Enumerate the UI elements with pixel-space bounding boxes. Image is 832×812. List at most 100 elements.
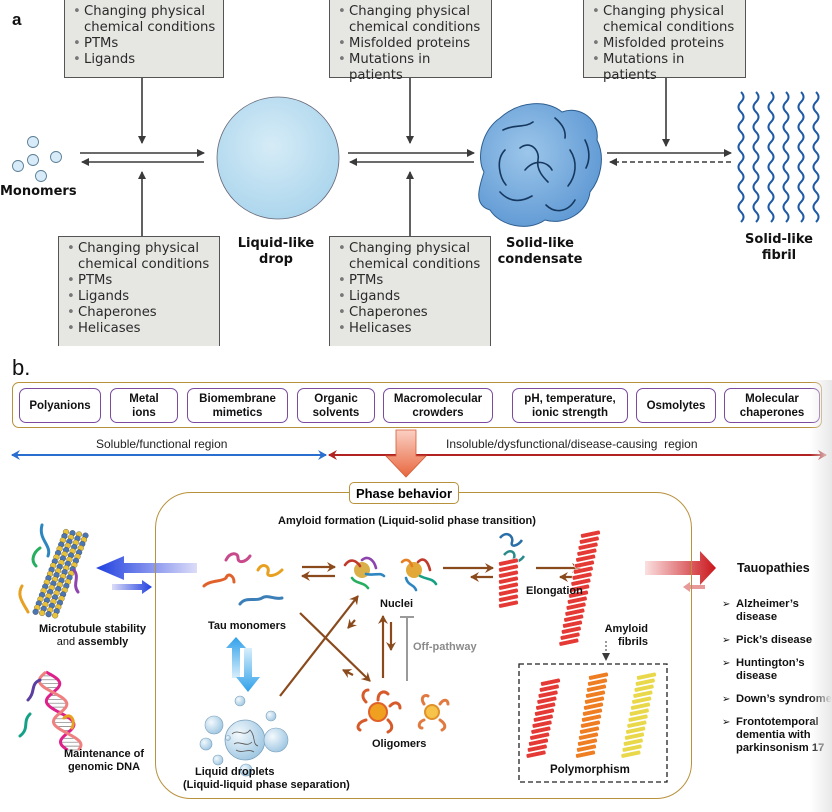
condensate-label-line2: condensate [497,252,583,267]
microtubule-label-prefix: and [56,636,79,648]
condition-item: Ligands [73,52,217,68]
microtubule-label-line1: Microtubule stability [39,623,146,635]
solid-fibril-label: Solid-like fibril [745,232,813,263]
condition-item: PTMs [67,273,213,289]
tubulin-bead [32,608,39,615]
beta-sheet [559,631,581,641]
condition-item: PTMs [73,36,217,52]
amyloid-fibrils-label: Amyloid fibrils [588,623,648,649]
microtubule-arrows [96,556,197,594]
beta-sheet [624,731,645,741]
fibril-strand [797,91,805,223]
tau-monomers-icon [202,552,284,606]
microtubule-label-bold: assembly [78,636,129,648]
condition-item: Chaperones [67,305,213,321]
beta-sheet [537,689,559,699]
condition-box-bottom-2: Changing physical chemical conditions PT… [329,236,491,346]
dna-strand [37,670,83,751]
off-pathway-label: Off-pathway [413,641,477,653]
condition-item: Changing physical chemical conditions [338,241,484,273]
beta-sheet [585,689,606,699]
elongation-fibril-icon [498,532,526,609]
beta-sheet [620,749,642,759]
phase-behavior-title: Phase behavior [349,482,459,504]
beta-sheet [562,619,583,629]
tauopathies-list: Alzheimer’s disease Pick’s disease Hunti… [722,598,832,765]
condition-box-bottom-1: Changing physical chemical conditions PT… [58,236,220,346]
beta-sheet [577,737,598,747]
beta-sheet [580,719,601,729]
panel-a-arrows [80,78,732,236]
dna-tau-strands [18,678,75,738]
beta-sheet [572,565,594,575]
condition-item: Helicases [67,321,213,337]
beta-sheet [498,587,519,597]
tubulin-bead [39,609,46,617]
elongation-label: Elongation [526,585,583,597]
beta-sheet [558,637,580,647]
beta-sheet [534,707,555,717]
tauopathies-title: Tauopathies [737,561,810,575]
beta-sheet [622,737,644,747]
factor-label: Organic [314,392,358,405]
beta-sheet [586,683,607,693]
panel-b-label: b. [12,355,31,380]
factor-molecular-chaperones: Molecular chaperones [724,388,820,423]
beta-sheet [570,577,592,587]
beta-sheet [582,707,603,717]
factors-down-arrow [385,429,427,478]
condition-item: Mutations in patients [592,52,739,84]
beta-sheet [575,553,596,563]
beta-sheet [576,743,597,753]
factor-label: Polyanions [29,399,91,412]
beta-sheet [566,595,588,605]
condition-item: Misfolded proteins [338,36,485,52]
tau-monomers-label: Tau monomers [208,620,287,632]
beta-sheet [621,743,643,753]
liquid-droplets-label: Liquid droplets (Liquid-liquid phase sep… [183,766,373,792]
polymorphism-box [518,663,668,783]
condition-item: Changing physical chemical conditions [67,241,213,273]
factor-osmolytes: Osmolytes [636,388,716,423]
beta-sheet [581,713,602,723]
beta-sheet [580,529,601,539]
beta-sheet [540,677,561,687]
factor-polyanions: Polyanions [19,388,101,423]
tauopathy-item: Huntington’s disease [722,657,832,683]
condition-list: Changing physical chemical conditions PT… [73,4,217,68]
beta-sheet [587,677,608,687]
monomers-label: Monomers [0,184,77,199]
factor-label: ions [132,406,156,419]
to-microtubule-arrow [96,556,197,580]
liquid-droplets-icon [199,695,289,777]
beta-sheet [584,695,605,705]
amyloid-fibril-icon [558,529,601,647]
amyloid-label-line2: fibrils [618,636,648,648]
panel-a-label: a [12,10,22,29]
nuclei-label: Nuclei [380,598,414,610]
beta-sheet [529,731,550,741]
dna-label: Maintenance of genomic DNA [58,748,150,774]
beta-sheet [626,719,648,729]
beta-sheet [560,625,582,635]
microtubule-icon [32,528,89,619]
right-edge-shade [810,380,832,812]
beta-sheet [568,589,589,599]
soluble-region-label: Soluble/functional region [96,437,228,451]
beta-sheet [574,559,595,569]
droplets-label-line2: (Liquid-liquid phase separation) [183,779,350,791]
dna-icon [37,670,83,752]
solid-condensate-label: Solid-like condensate [490,236,590,268]
fibril-strand [752,91,760,223]
tauopathy-item: Pick’s disease [722,634,832,647]
tubulin-bead [52,612,59,619]
factor-label: pH, temperature, [524,392,616,405]
beta-sheet [632,689,654,699]
llps-down-arrow [236,648,260,692]
beta-sheet [538,683,560,693]
factor-label: Osmolytes [646,399,706,412]
beta-sheet [536,695,558,705]
oligomers-icon [356,688,450,734]
tauopathy-item: Frontotemporal dementia with parkinsonis… [722,716,832,755]
tubulin-bead [45,611,52,618]
